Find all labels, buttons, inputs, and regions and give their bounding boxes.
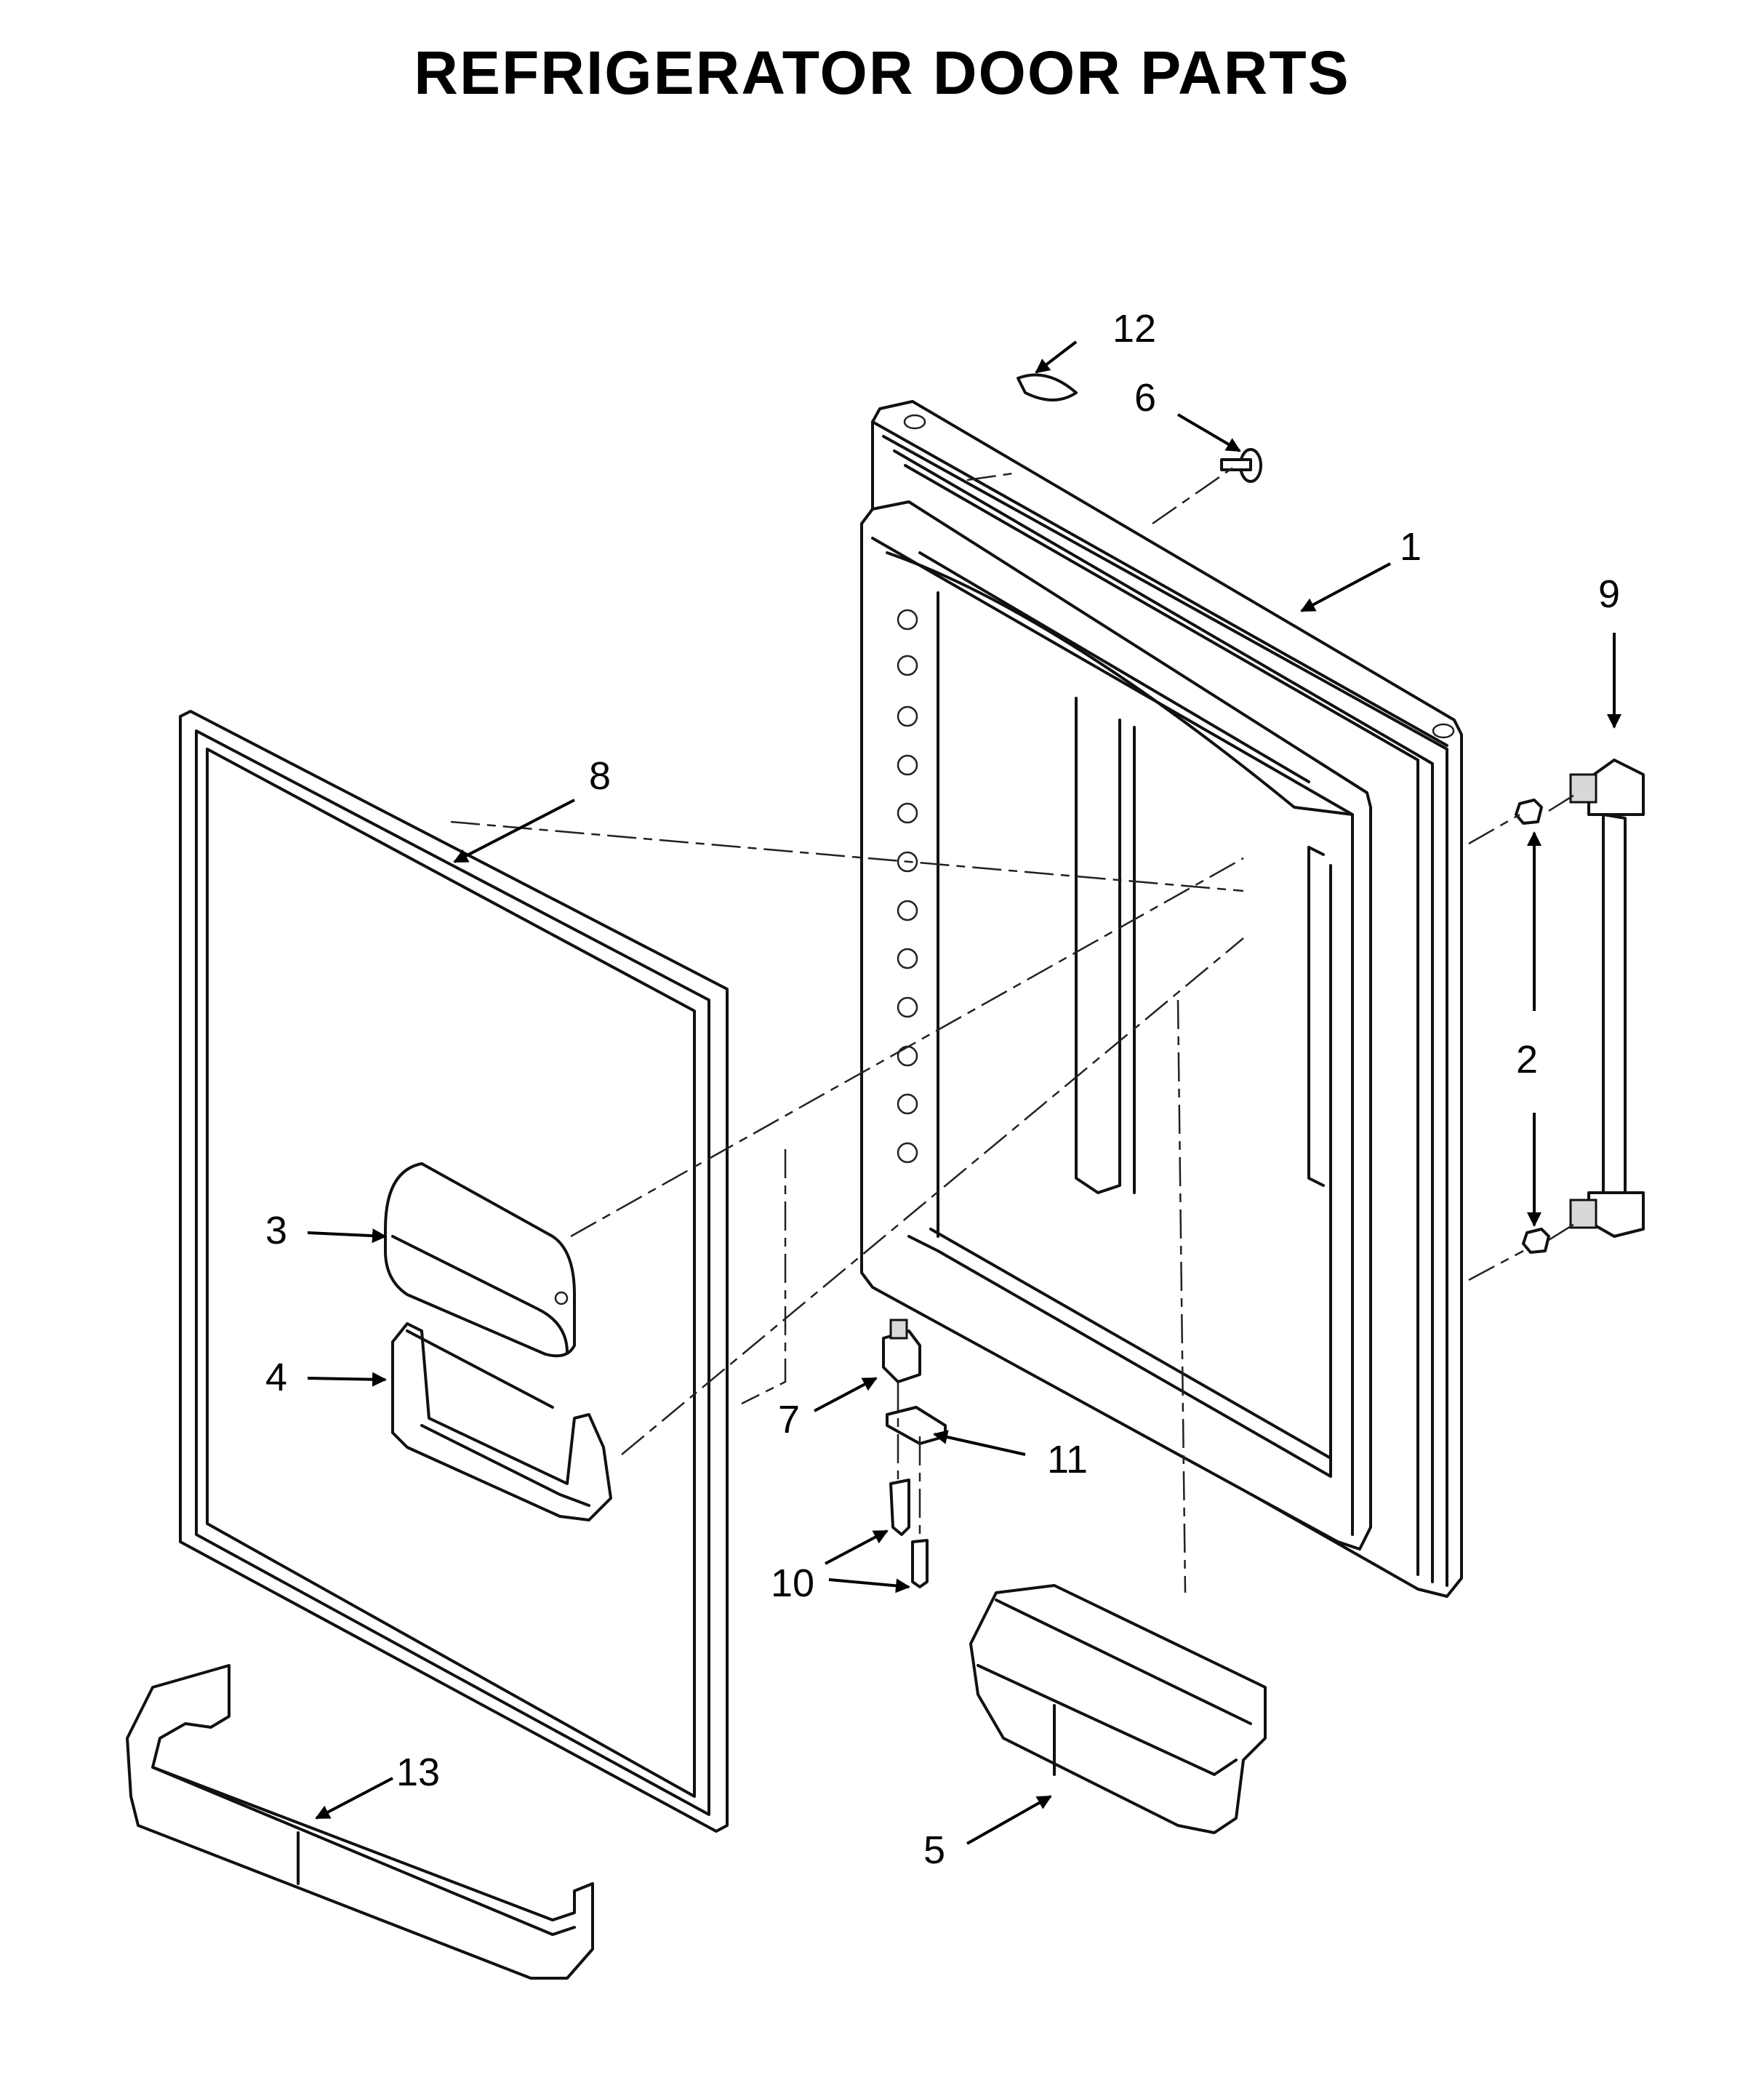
callout-2: 2 <box>1516 1038 1538 1081</box>
callout-12: 12 <box>1112 307 1156 351</box>
handle-stud-top <box>1515 799 1543 825</box>
door-handle <box>1569 759 1645 1238</box>
callout-8: 8 <box>589 754 611 798</box>
callout-7: 7 <box>778 1398 800 1441</box>
callout-5: 5 <box>923 1828 945 1872</box>
screw-upper <box>889 1479 910 1536</box>
shelf-clip-row <box>897 609 918 1164</box>
callout-3: 3 <box>265 1209 287 1252</box>
callout-9: 9 <box>1598 572 1620 616</box>
screw-lower <box>911 1539 929 1588</box>
callout-6: 6 <box>1134 376 1156 420</box>
callout-11: 11 <box>1047 1438 1088 1481</box>
door-liner <box>860 400 1463 1598</box>
leader-arrows <box>307 340 1621 1845</box>
hinge-bracket <box>886 1406 947 1445</box>
lower-door-bin <box>126 1664 594 1980</box>
alignment-lines <box>450 464 1579 1593</box>
bottom-hinge-bushing <box>882 1319 921 1383</box>
callout-13: 13 <box>396 1751 440 1794</box>
dispenser-cover <box>384 1162 576 1358</box>
hinge-pin <box>1220 448 1262 483</box>
handle-stud-bottom <box>1522 1228 1550 1254</box>
callout-4: 4 <box>265 1356 287 1399</box>
dispenser-tray <box>391 1322 612 1521</box>
callout-10-upper: 10 <box>771 1561 814 1605</box>
door-bin <box>969 1584 1267 1834</box>
callout-1: 1 <box>1400 525 1422 569</box>
hinge-gasket <box>1017 373 1078 401</box>
page-title: REFRIGERATOR DOOR PARTS <box>414 39 1350 107</box>
